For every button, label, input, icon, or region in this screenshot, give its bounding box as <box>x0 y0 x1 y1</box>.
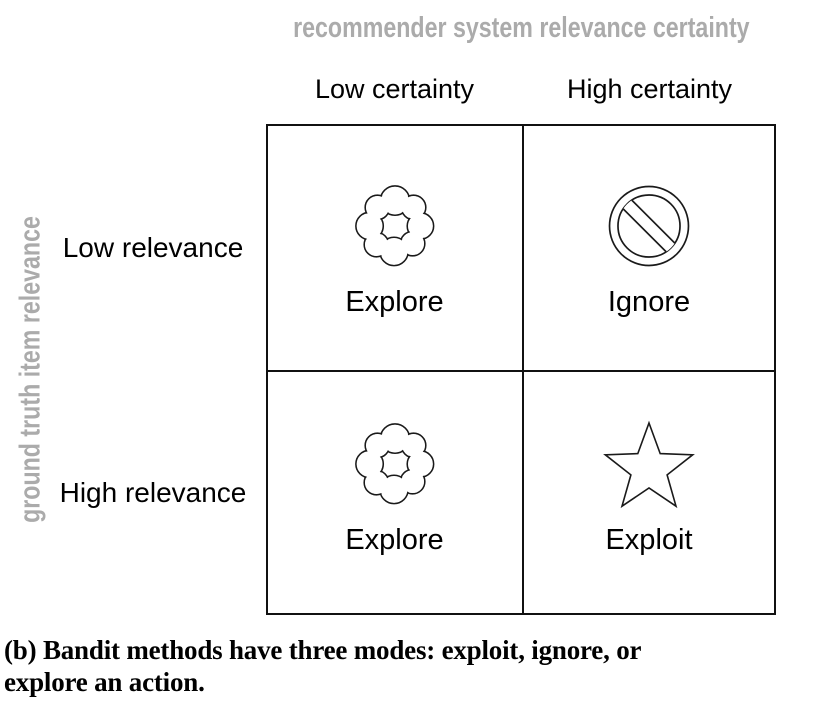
row-header-high-relevance: High relevance <box>59 477 247 508</box>
matrix-grid-frame <box>266 124 776 615</box>
cell-label-ignore: Ignore <box>607 286 691 318</box>
column-axis-title-row: recommender system relevance certainty <box>266 12 776 45</box>
cell-low-relevance-high-certainty: Ignore <box>524 126 774 369</box>
column-axis-title: recommender system relevance certainty <box>292 12 750 44</box>
cell-low-relevance-low-certainty: Explore <box>268 126 521 369</box>
matrix-grid-horizontal-divider <box>266 370 776 372</box>
column-header-high-certainty: High certainty <box>566 74 733 104</box>
cell-label-explore-bottom: Explore <box>345 524 444 556</box>
column-header-low-certainty: Low certainty <box>314 74 475 104</box>
figure-caption: (b) Bandit methods have three modes: exp… <box>4 635 642 697</box>
cell-high-relevance-high-certainty: Exploit <box>524 372 774 613</box>
cell-label-explore-top: Explore <box>345 286 444 318</box>
cloud-icon <box>354 423 434 505</box>
cell-label-exploit: Exploit <box>605 524 693 556</box>
star-icon <box>603 420 695 509</box>
no-entry-icon <box>608 185 690 267</box>
cell-high-relevance-low-certainty: Explore <box>268 372 521 613</box>
matrix-grid-vertical-divider <box>522 124 524 615</box>
cloud-icon <box>354 185 434 267</box>
row-header-low-relevance: Low relevance <box>62 231 244 263</box>
